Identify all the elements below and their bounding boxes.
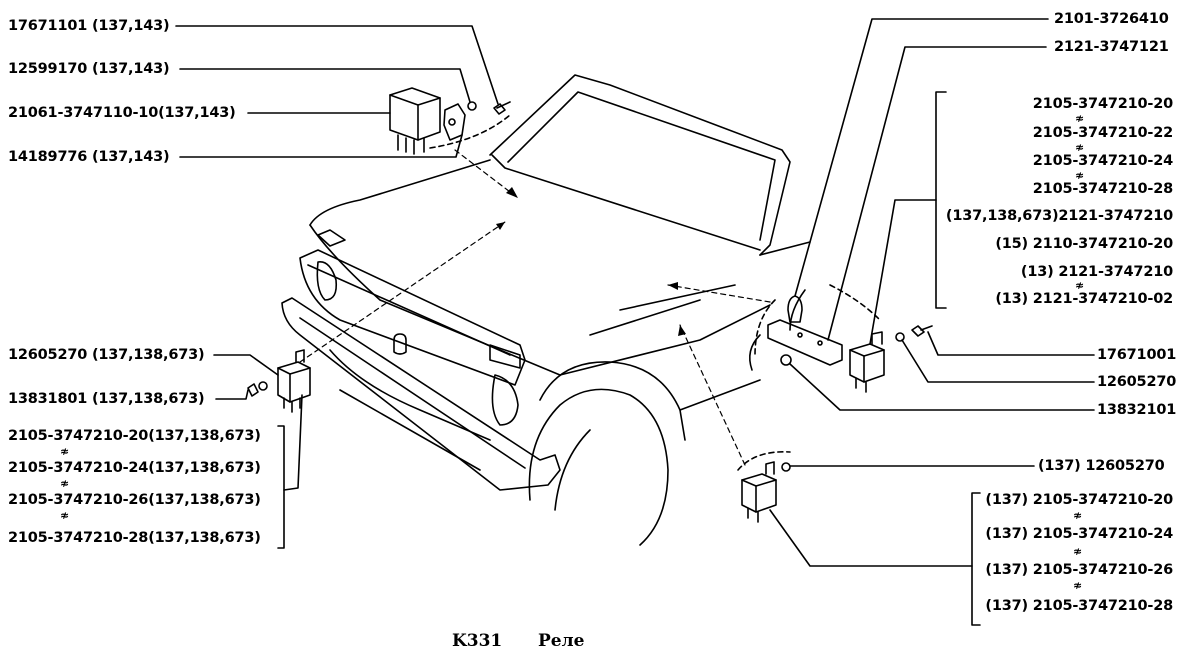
label-right-group-item: 2105-3747210-20	[1032, 96, 1173, 112]
not-equal-symbol: ≉	[60, 477, 70, 490]
relay-left-mid-drawing	[247, 349, 311, 413]
not-equal-symbol: ≉	[1073, 545, 1083, 558]
label-right-group-item: 2105-3747210-24	[1032, 153, 1173, 169]
leader-lines	[175, 18, 1095, 626]
label-right-group-item: (13) 2121-3747210-02	[995, 291, 1173, 307]
label-14189776: 14189776 (137,143)	[8, 149, 170, 165]
location-arrows	[299, 149, 771, 466]
label-2101-3726410: 2101-3726410	[1054, 11, 1169, 27]
not-equal-symbol: ≉	[1075, 169, 1085, 182]
not-equal-symbol: ≉	[1075, 279, 1085, 292]
not-equal-symbol: ≉	[60, 509, 70, 522]
label-13832101: 13832101	[1097, 402, 1177, 418]
label-bottom-right-group-item: (137) 2105-3747210-24	[985, 526, 1173, 542]
label-right-group-item: 2105-3747210-28	[1032, 181, 1173, 197]
not-equal-symbol: ≉	[1073, 509, 1083, 522]
label-12599170: 12599170 (137,143)	[8, 61, 170, 77]
label-bottom-right-group-item: (137) 2105-3747210-20	[985, 492, 1173, 508]
label-17671001: 17671001	[1097, 347, 1177, 363]
figure-code: K331	[452, 631, 503, 651]
not-equal-symbol: ≉	[1075, 112, 1085, 125]
label-12605270-left: 12605270 (137,138,673)	[8, 347, 205, 363]
label-right-group-item: 2105-3747210-22	[1032, 125, 1173, 141]
relay-bottom-right-drawing	[737, 451, 791, 523]
label-137-12605270: (137) 12605270	[1038, 458, 1165, 474]
label-right-group-item: (137,138,673)2121-3747210	[945, 208, 1173, 224]
label-bottom-right-group-item: (137) 2105-3747210-28	[985, 598, 1173, 614]
relay-right-mid-drawing	[754, 284, 933, 393]
not-equal-symbol: ≉	[60, 445, 70, 458]
label-right-group-item: (13) 2121-3747210	[1020, 264, 1173, 280]
label-left-group-item: 2105-3747210-26(137,138,673)	[8, 492, 261, 508]
label-bottom-right-group-item: (137) 2105-3747210-26	[985, 562, 1173, 578]
arrow-heads	[496, 187, 686, 336]
not-equal-symbol: ≉	[1073, 579, 1083, 592]
label-2121-3747121: 2121-3747121	[1054, 39, 1169, 55]
label-left-group-item: 2105-3747210-24(137,138,673)	[8, 460, 261, 476]
label-12605270-right: 12605270	[1097, 374, 1177, 390]
label-21061-3747110-10: 21061-3747110-10(137,143)	[8, 105, 236, 121]
relay-top-left-drawing	[389, 87, 511, 155]
label-left-group-item: 2105-3747210-20(137,138,673)	[8, 428, 261, 444]
label-left-group-item: 2105-3747210-28(137,138,673)	[8, 530, 261, 546]
label-right-group-item: (15) 2110-3747210-20	[995, 236, 1173, 252]
label-13831801: 13831801 (137,138,673)	[8, 391, 205, 407]
car-body-outline	[281, 74, 811, 546]
figure-title: Реле	[538, 631, 585, 651]
not-equal-symbol: ≉	[1075, 141, 1085, 154]
label-17671101: 17671101 (137,143)	[8, 18, 170, 34]
